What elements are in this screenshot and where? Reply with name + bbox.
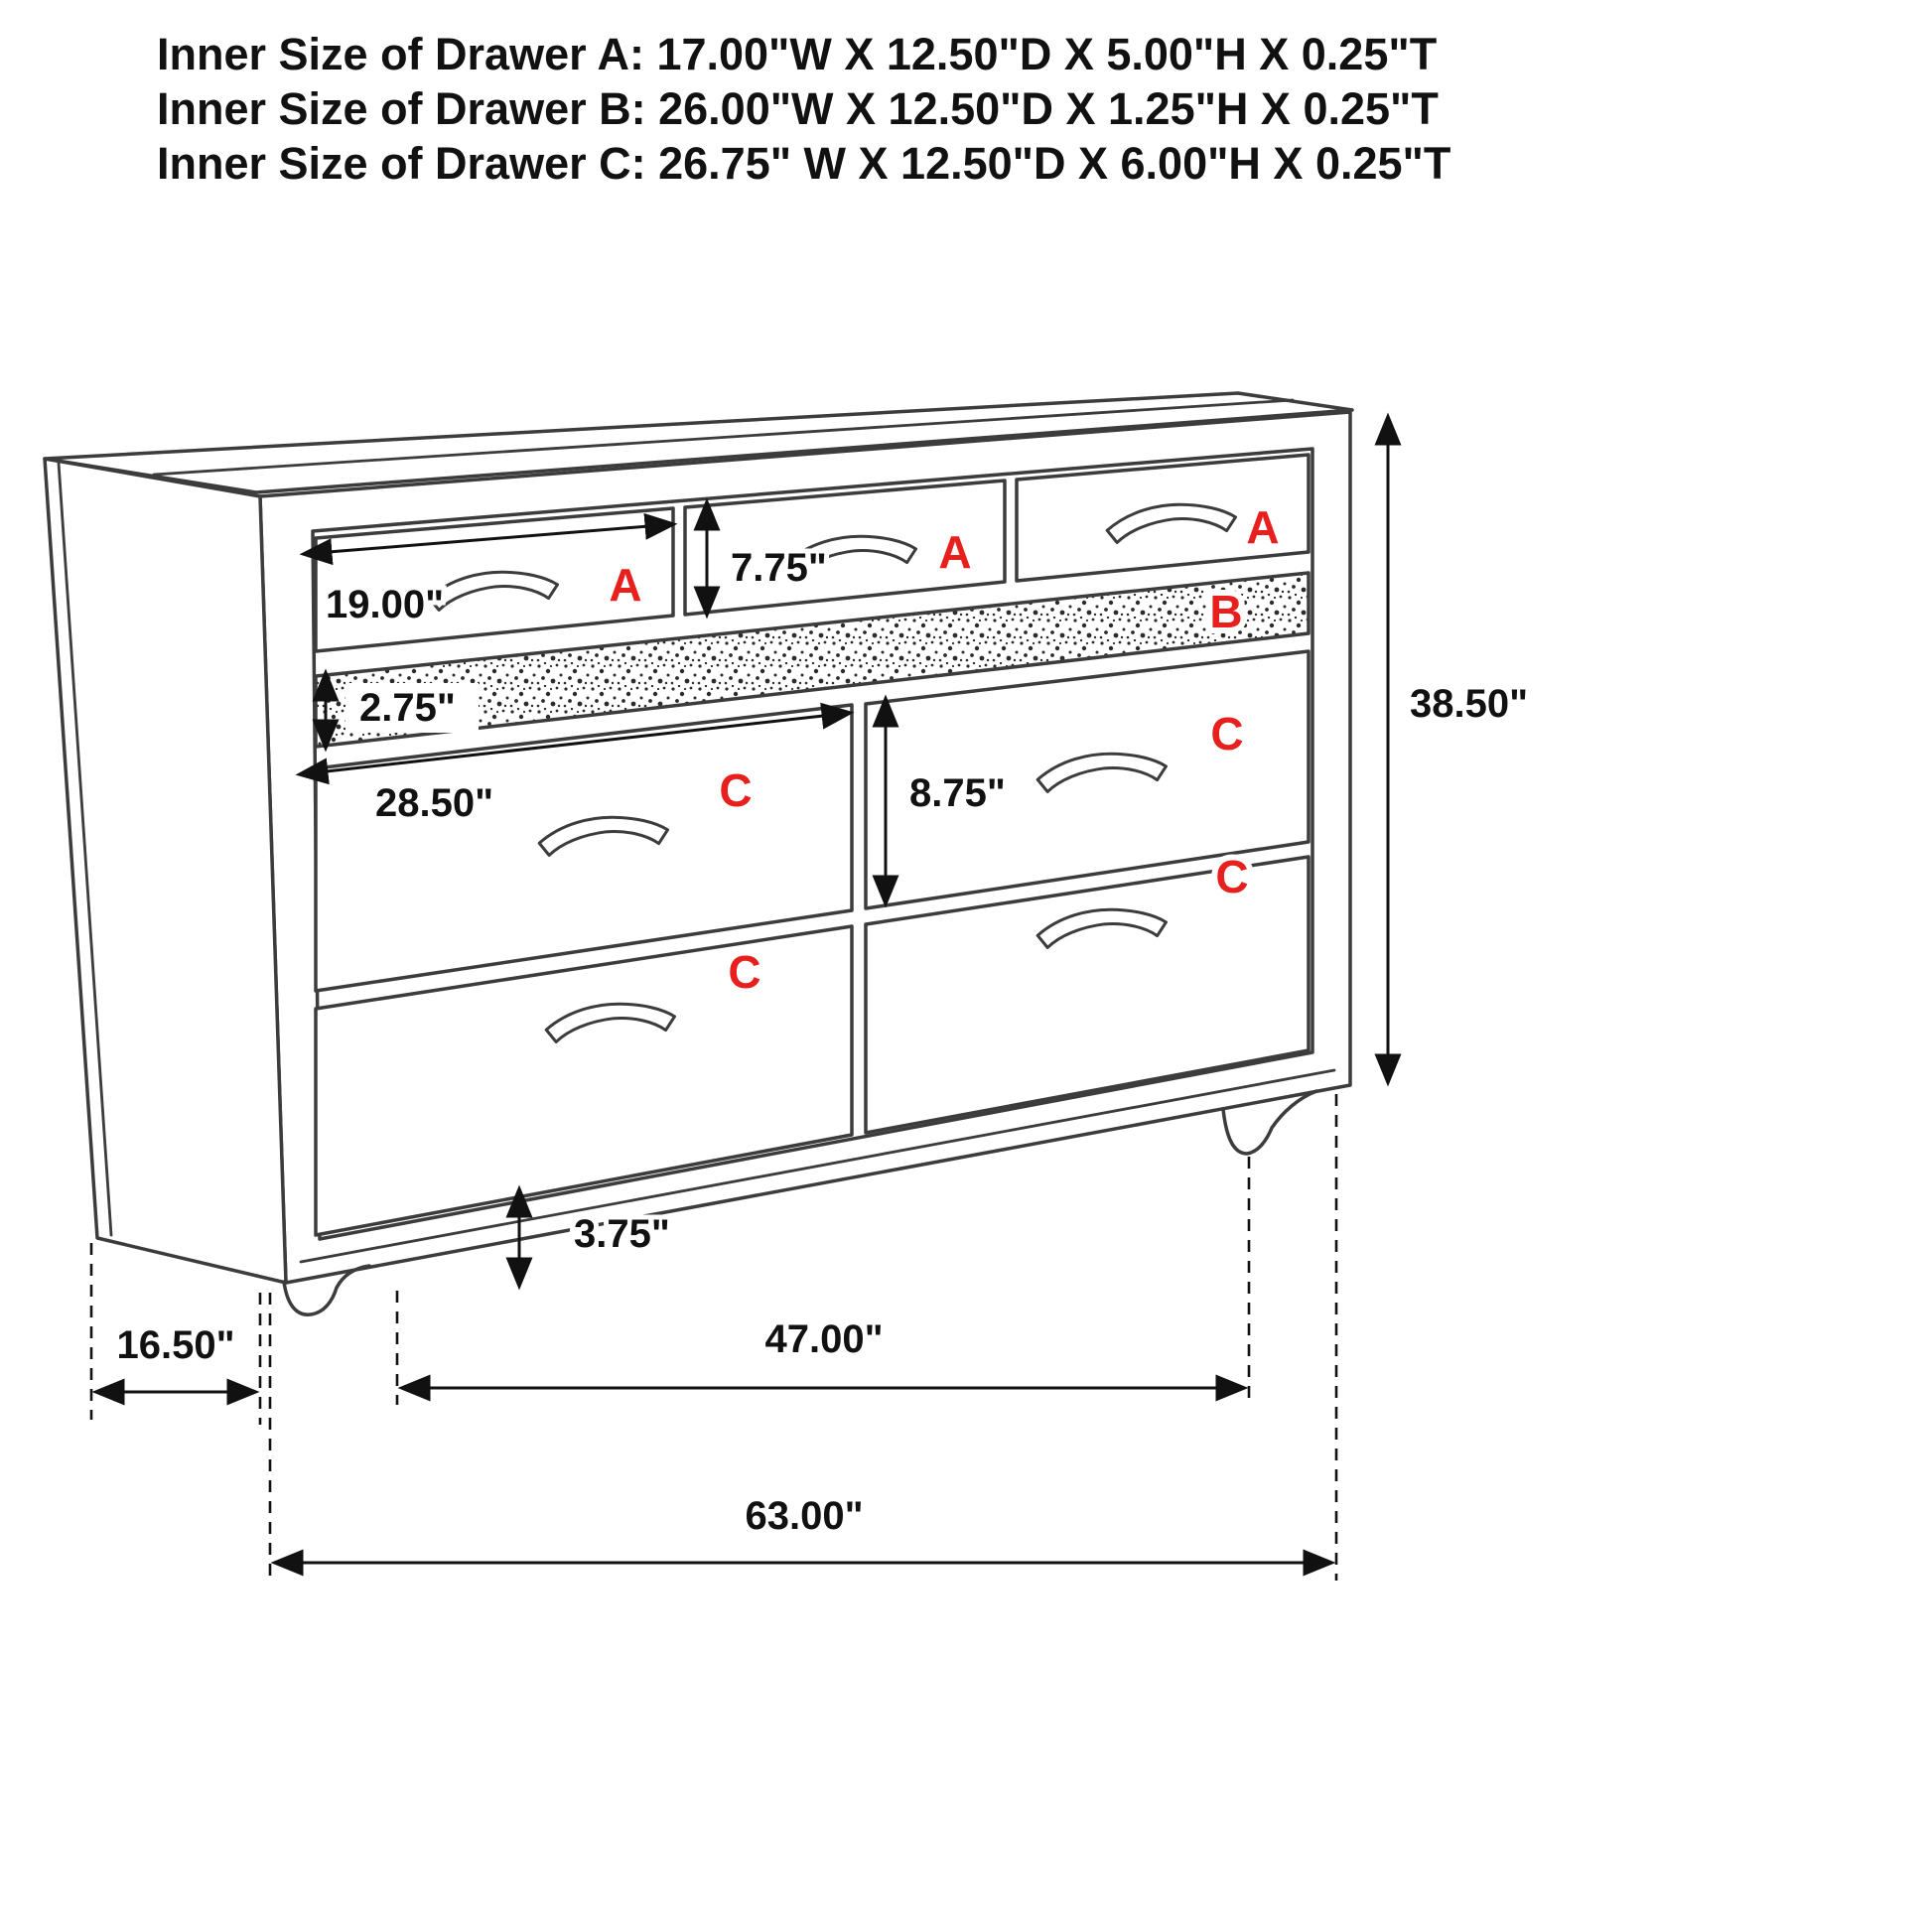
left-foot: [282, 1264, 371, 1316]
label-drawer-a1: A: [609, 559, 641, 611]
base-molding-line: [299, 1068, 1336, 1264]
label-drawer-c2: C: [1210, 708, 1243, 759]
spec-line-drawer-a: Inner Size of Drawer A: 17.00"W X 12.50"…: [157, 29, 1438, 79]
spec-line-drawer-b: Inner Size of Drawer B: 26.00"W X 12.50"…: [157, 82, 1439, 134]
dim-text-foot-height: 3.75": [574, 1212, 670, 1256]
dim-text-depth: 16.50": [116, 1323, 234, 1367]
spec-line-drawer-c: Inner Size of Drawer C: 26.75" W X 12.50…: [157, 137, 1451, 189]
spec-header: Inner Size of Drawer A: 17.00"W X 12.50"…: [157, 28, 1450, 192]
dim-overall-width: 63.00": [268, 1094, 1338, 1581]
label-drawer-a2: A: [938, 526, 971, 578]
dim-text-drawer-b-height: 2.75": [359, 686, 456, 730]
dim-text-drawer-c-width: 28.50": [375, 781, 493, 825]
drawer-c2-front: [864, 649, 1311, 910]
drawer-c4-front: [864, 855, 1311, 1135]
dim-text-drawer-a-width: 19.00": [326, 583, 444, 626]
dim-foot-height: 3.75": [505, 1184, 675, 1291]
right-foot: [1221, 1089, 1318, 1156]
dim-text-drawer-a-height: 7.75": [731, 546, 827, 590]
label-drawer-b: B: [1209, 586, 1242, 637]
dim-drawer-c-height: 8.75": [872, 694, 1011, 908]
drawer-c3-front: [314, 924, 854, 1237]
cabinet-side-panel: [43, 457, 288, 1285]
dim-overall-height: 38.50": [1374, 412, 1533, 1087]
label-drawer-c4: C: [1215, 851, 1248, 902]
dim-text-leg-span: 47.00": [764, 1317, 883, 1361]
side-panel-edge-line: [57, 461, 113, 1237]
label-drawer-c1: C: [719, 764, 752, 816]
dim-text-overall-height: 38.50": [1410, 682, 1528, 726]
dim-text-drawer-c-height: 8.75": [909, 771, 1006, 815]
dim-drawer-a-height: 7.75": [693, 497, 832, 620]
label-drawer-a3: A: [1246, 501, 1279, 553]
label-drawer-c3: C: [728, 946, 760, 998]
dim-text-overall-width: 63.00": [745, 1494, 863, 1538]
dim-drawer-a-width: 19.00": [299, 512, 678, 631]
dim-leg-span: 47.00": [395, 1157, 1251, 1405]
top-bevel-line: [152, 398, 1295, 477]
dim-drawer-c-width: 28.50": [295, 702, 855, 830]
dim-depth: 16.50": [89, 1243, 262, 1425]
